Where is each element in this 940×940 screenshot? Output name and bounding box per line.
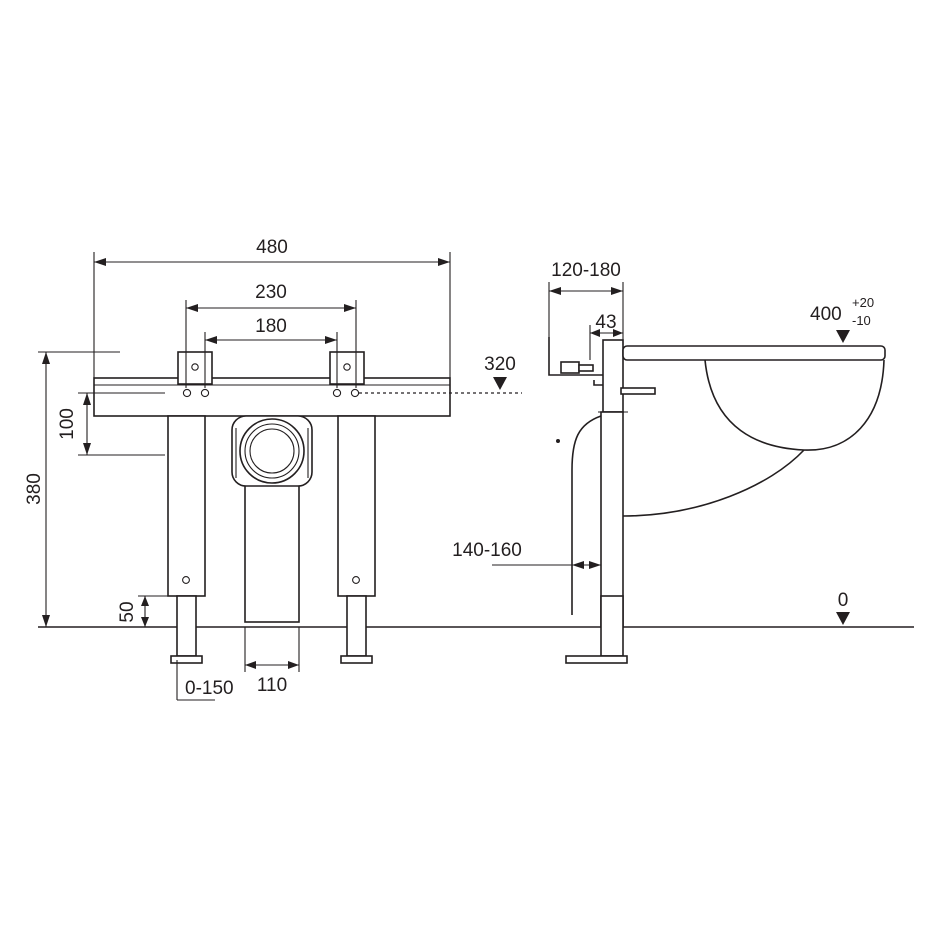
level-0-marker: [836, 612, 850, 625]
level-320-label: 320: [484, 354, 516, 375]
bar-hole: [182, 388, 192, 398]
foot-post-left: [176, 595, 197, 657]
foot-post-right: [346, 595, 367, 657]
foot-plate-right: [340, 655, 373, 664]
drain-outlet: [239, 418, 305, 484]
mounting-plate: [602, 339, 624, 413]
leg-left: [167, 415, 206, 597]
level-0-label: 0: [838, 590, 849, 611]
dim-400-tol-plus: +20: [852, 295, 874, 310]
dim-480: 480: [256, 237, 288, 258]
basin-pedestal: [622, 449, 805, 517]
level-400-marker: [836, 330, 850, 343]
dim-230: 230: [255, 282, 287, 303]
side-view: 120-180 43 140-160 400 +20 -10 0: [452, 260, 886, 664]
dim-120-180: 120-180: [551, 260, 621, 281]
basin-bowl: [704, 359, 885, 451]
dim-180: 180: [255, 316, 287, 337]
dim-110: 110: [257, 675, 287, 696]
bar-hole: [200, 388, 210, 398]
dim-43: 43: [595, 312, 616, 333]
dim-140-160: 140-160: [452, 540, 522, 561]
level-320-marker: [493, 377, 507, 390]
side-foot-plate: [565, 655, 628, 664]
bolt-bracket-right: [329, 351, 365, 385]
bar-hole: [332, 388, 342, 398]
frame-post: [600, 411, 624, 628]
side-foot-post: [600, 595, 624, 657]
bar-hole: [350, 388, 360, 398]
leg-right: [337, 415, 376, 597]
dim-0-150: 0-150: [185, 678, 234, 699]
mounting-bar: [93, 377, 451, 417]
basin-rim: [622, 345, 886, 361]
front-view: 480 230 180 380 100 50 0-150 110 320: [24, 237, 522, 701]
dim-400: 400: [810, 304, 842, 325]
dim-400-tol-minus: -10: [852, 313, 871, 328]
foot-plate-left: [170, 655, 203, 664]
dim-50: 50: [117, 601, 138, 622]
dim-380: 380: [24, 473, 45, 505]
dim-100: 100: [57, 408, 78, 440]
bolt-bracket-left: [177, 351, 213, 385]
